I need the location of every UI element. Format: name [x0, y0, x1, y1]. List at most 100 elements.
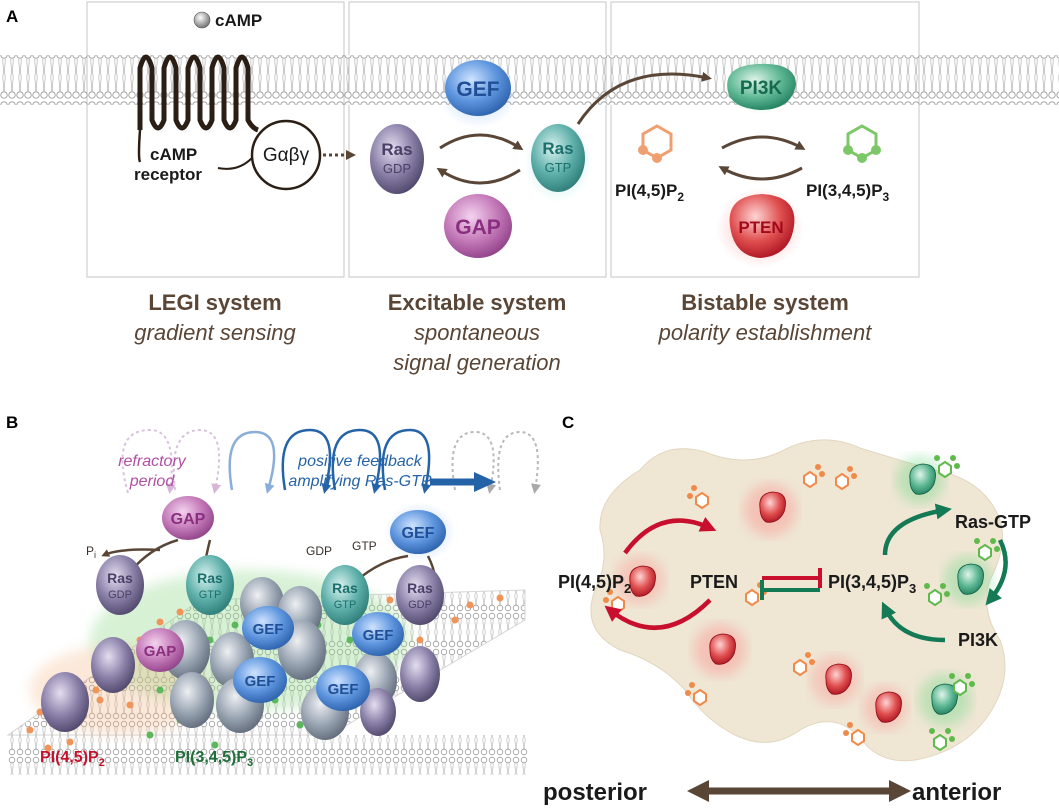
pip3-phosphate-a2 [857, 153, 867, 163]
gap-b-bottom [136, 628, 184, 672]
gef-b-patch-2-label: GEF [363, 627, 394, 644]
pip3-a-label: PI(3,4,5)P3 [806, 181, 890, 204]
gef-b-patch-3-label: GEF [245, 673, 276, 690]
refractory-arc-2 [172, 428, 222, 494]
ras-gtp-b-right-sub: GTP [334, 599, 357, 611]
anterior-label: anterior [912, 779, 1001, 806]
receptor-label-line2: receptor [134, 165, 202, 184]
gef-b-patch-3 [233, 657, 287, 703]
gap-b-top [162, 496, 214, 540]
pip3-phosphate-a1 [843, 145, 853, 155]
ras-gtp-b-left-sub: GTP [199, 589, 222, 601]
pip2-phosphate-a1 [638, 145, 648, 155]
ras-gdp-b-left-sub: GDP [108, 589, 132, 601]
panel-a: A cAMP cAMP receptor Gαβγ GEF Ras GDP Ra… [0, 1, 1059, 375]
pi3k-conversion-arrow [721, 135, 806, 150]
gap-b-top-label: GAP [171, 511, 206, 528]
feedback-label-1: positive feedback [297, 453, 423, 470]
plasma-membrane-a [0, 55, 1059, 105]
ras-gtp-b-right [321, 565, 369, 625]
ras-gtp-b-left [186, 555, 234, 615]
g-protein [250, 119, 322, 191]
feedback-arc-3 [331, 428, 382, 494]
panel-a-label: A [6, 7, 18, 26]
gap-a [444, 194, 512, 258]
refractory-label-1: refractory [118, 453, 187, 470]
inactivation-arrow [436, 167, 521, 185]
gap-b-bottom-label: GAP [144, 643, 177, 660]
pi-label: Pi [86, 544, 96, 560]
gef-b-patch-4 [316, 665, 370, 711]
refractory-label-2: period [129, 473, 176, 490]
pten-a [729, 194, 795, 258]
rasgtp-to-pi3k-arrow [985, 538, 1008, 606]
pi3k-a [727, 63, 796, 110]
ras-gtp-b-left-label: Ras [197, 570, 223, 586]
legi-title: LEGI system [148, 290, 281, 315]
ras-gtp-a [531, 124, 585, 192]
pi3k-a-label: PI3K [740, 78, 783, 99]
rasgtp-c-label: Ras-GTP [955, 512, 1031, 532]
g-protein-label: Gαβγ [263, 145, 310, 166]
bistable-title: Bistable system [681, 290, 849, 315]
pi3k-c-label: PI3K [958, 630, 998, 650]
pten-loop-bottom-arrow [604, 598, 712, 630]
pten-loop-top-arrow [623, 516, 717, 555]
excitable-subtitle-1: spontaneous [414, 320, 540, 345]
feedback-arc-4 [381, 428, 432, 494]
ras-gdp-b-left [96, 555, 144, 615]
gef-b-top-label: GEF [402, 525, 435, 542]
pip3-phosphates-c [924, 455, 1000, 742]
bistable-box [610, 1, 920, 278]
pip3-b-label: PI(3,4,5)P3 [175, 749, 253, 769]
propagation-arrow-head [474, 472, 496, 492]
ras-gdp-b-right [396, 565, 444, 625]
pi3k-to-pip3-arrow [881, 601, 946, 643]
gdp-release-label: GDP [306, 544, 332, 558]
gef-b-patch-1-label: GEF [253, 621, 284, 638]
ras-gtp-a-label: Ras [542, 139, 573, 158]
receptor-label-line1: cAMP [150, 145, 197, 164]
membrane-bottom-b [8, 735, 528, 775]
gef-b-patch-1 [242, 606, 294, 650]
camp-receptor [137, 54, 259, 133]
ras-gdp-a-sub: GDP [383, 161, 411, 176]
panel-c: C [543, 413, 1031, 806]
pi-release-arrow [101, 548, 161, 557]
gap-a-label: GAP [455, 216, 501, 239]
refractory-arc-1 [121, 428, 176, 494]
inactive-arc-2 [497, 430, 541, 494]
camp-label: cAMP [215, 11, 262, 30]
inactive-arc-1 [451, 430, 497, 494]
activation-arrow [439, 133, 524, 151]
gef-a-label: GEF [456, 78, 499, 101]
feedback-label-2: amplifying Ras-GTP [288, 473, 431, 490]
gtp-load-label: GTP [352, 539, 377, 553]
feedback-arc-1 [228, 430, 276, 494]
pi3k-drops [909, 463, 984, 715]
gef-b-patch-4-label: GEF [328, 681, 359, 698]
pip2-c-label: PI(4,5)P2 [558, 572, 631, 596]
gef-b-top [390, 510, 446, 554]
ras-gdp-a-label: Ras [381, 140, 412, 159]
feedback-arc-2 [281, 428, 332, 494]
ras-gdp-b-right-label: Ras [407, 580, 433, 596]
excitable-title: Excitable system [388, 290, 567, 315]
pip3-c-label: PI(3,4,5)P3 [828, 572, 916, 596]
ras-gtp-a-sub: GTP [545, 160, 572, 175]
receptor-tail [137, 129, 142, 163]
pip3-markers-c [928, 460, 992, 752]
bistable-subtitle: polarity establishment [658, 320, 873, 345]
pip2-a-label: PI(4,5)P2 [615, 181, 684, 204]
pten-a-label: PTEN [738, 218, 783, 237]
gprotein-link [217, 157, 253, 170]
pten-c-label: PTEN [690, 572, 738, 592]
panel-b: B [6, 413, 541, 775]
pten-drops [629, 491, 902, 723]
panel-b-label: B [6, 413, 18, 432]
panel-c-label: C [562, 413, 574, 432]
gef-a [445, 60, 511, 116]
pip2-b-label: PI(4,5)P2 [40, 749, 105, 769]
legi-subtitle: gradient sensing [134, 320, 296, 345]
